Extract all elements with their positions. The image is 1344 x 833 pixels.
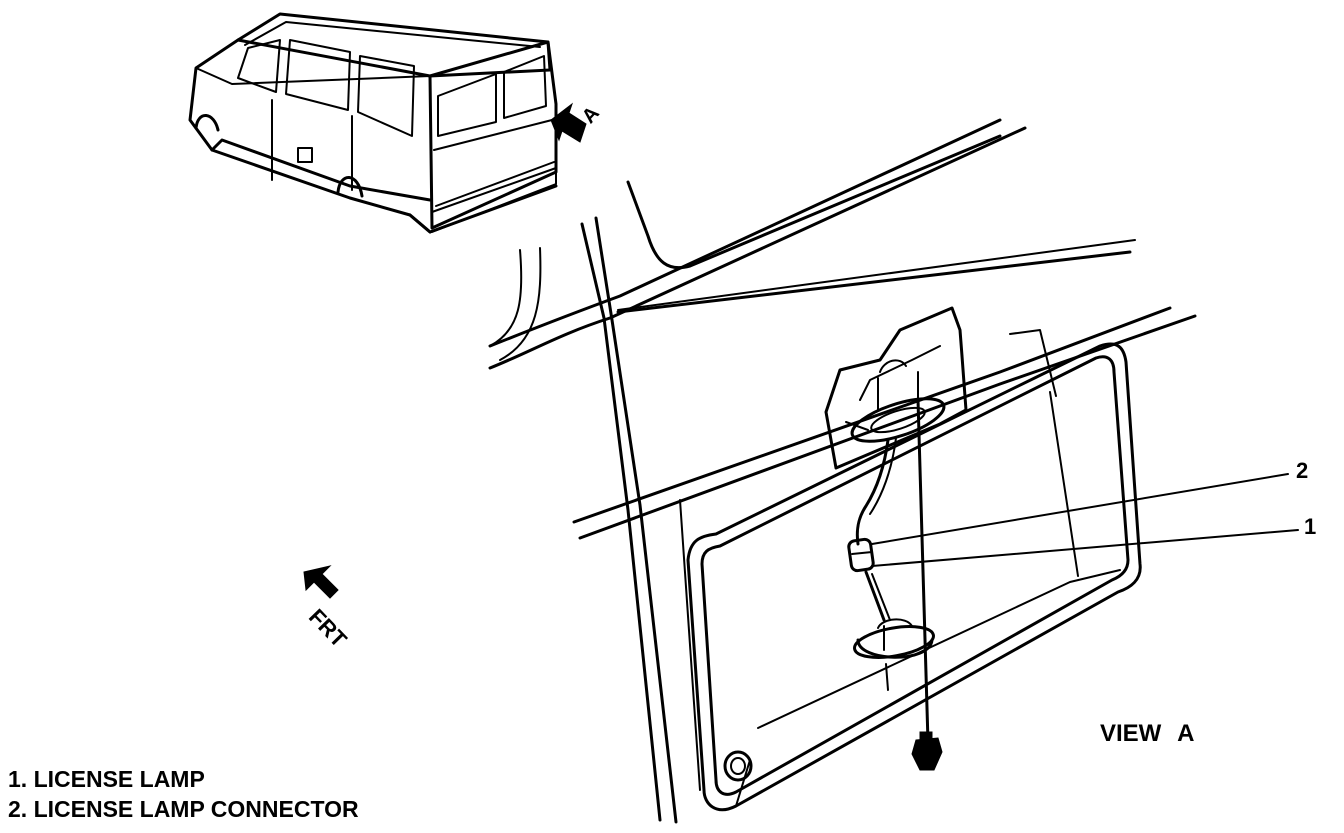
- callout-leaders: [871, 473, 1299, 567]
- van-illustration: [188, 12, 558, 234]
- legend-item-license-lamp-connector: 2. LICENSE LAMP CONNECTOR: [8, 796, 359, 822]
- front-arrow: [303, 565, 339, 599]
- view-a-arrow: [550, 102, 587, 143]
- callout-1: 1: [1304, 514, 1317, 539]
- view-label: VIEW A: [1100, 720, 1195, 747]
- callout-2: 2: [1296, 458, 1309, 483]
- legend-item-license-lamp: 1. LICENSE LAMP: [8, 766, 205, 792]
- detail-view: [488, 118, 1197, 824]
- legend: 1. LICENSE LAMP 2. LICENSE LAMP CONNECTO…: [8, 764, 359, 824]
